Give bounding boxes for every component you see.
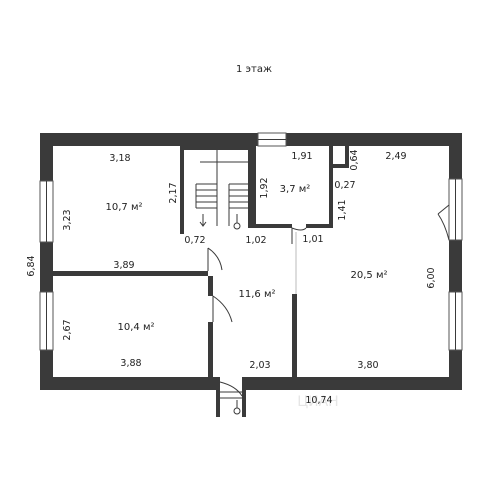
wall-left-mid — [40, 242, 53, 292]
area-room-top-left: 10,7 м² — [106, 202, 143, 213]
area-bathroom: 3,7 м² — [280, 184, 311, 195]
doors — [207, 204, 450, 323]
wall-left-top — [40, 133, 53, 181]
shaft-wall-bottom — [329, 164, 349, 168]
wall-right-mid — [449, 240, 462, 292]
entrance-door — [219, 381, 243, 397]
dim-bath-height: 1,92 — [259, 177, 270, 198]
entrance-porch — [216, 377, 246, 417]
wall-left-bottom — [40, 350, 53, 390]
stair-start-marker — [233, 222, 241, 230]
dim-bottom-left-height: 2,67 — [62, 319, 73, 340]
dim-bath-width: 1,91 — [291, 151, 312, 162]
interior-walls — [53, 146, 349, 377]
stair-wall-right — [248, 146, 252, 228]
porch-wall-right — [242, 377, 246, 417]
staircase — [195, 150, 248, 230]
wall-hall-left-lower — [208, 322, 213, 377]
outer-walls — [40, 133, 462, 390]
dim-stair-height: 2,17 — [168, 182, 179, 203]
dim-bath-bottom: 1,01 — [302, 234, 323, 245]
area-room-right: 20,5 м² — [351, 270, 388, 281]
dim-shaft-depth: 0,27 — [334, 180, 355, 191]
dim-outer-height: 6,84 — [26, 255, 37, 276]
dim-top-left-width: 3,18 — [109, 153, 130, 164]
bath-wall-left — [252, 146, 256, 228]
watermark: ЦИАН — [297, 394, 338, 410]
dim-right-height: 6,00 — [426, 267, 437, 288]
area-room-bottom-left: 10,4 м² — [118, 322, 155, 333]
dim-bottom-left-width: 3,88 — [120, 358, 141, 369]
dim-shaft-height: 1,41 — [337, 199, 348, 220]
wall-top-left — [40, 133, 258, 146]
wall-right-bottom — [449, 350, 462, 390]
windows — [39, 132, 463, 351]
floor-title: 1 этаж — [236, 64, 272, 75]
door-terrace — [437, 204, 450, 215]
dim-mid-left-width: 3,89 — [113, 260, 134, 271]
bath-wall-bottom-right — [306, 224, 333, 228]
wall-left-rooms-divider — [53, 271, 208, 276]
bath-wall-right — [329, 164, 333, 228]
porch-wall-left — [216, 377, 220, 417]
shaft-wall-left — [329, 146, 333, 168]
door-bottom-left-room — [212, 295, 233, 323]
dim-right-width: 2,49 — [385, 151, 406, 162]
entrance-marker — [233, 407, 241, 415]
dim-door-gap: 1,02 — [245, 235, 266, 246]
area-hall: 11,6 м² — [239, 289, 276, 300]
dim-hall-bottom: 2,03 — [249, 360, 270, 371]
dim-right-bottom: 3,80 — [357, 360, 378, 371]
wall-bottom-left — [40, 377, 216, 390]
wall-top-right — [286, 133, 462, 146]
shaft-wall-right — [345, 146, 349, 168]
dimensions: 3,18 3,23 2,17 0,72 1,02 1,91 1,92 1,01 … — [26, 149, 437, 406]
stair-wall-top — [180, 146, 252, 150]
bath-wall-bottom-left — [252, 224, 292, 228]
dim-shaft-width: 0,64 — [349, 149, 360, 170]
dim-top-left-height: 3,23 — [62, 209, 73, 230]
wall-right-top — [449, 133, 462, 179]
wall-hall-right — [292, 294, 297, 377]
dim-stair-width: 0,72 — [184, 235, 205, 246]
wall-bottom-right — [246, 377, 462, 390]
wall-hall-left-upper — [208, 276, 213, 296]
dim-outer-width: 10,74 — [305, 395, 332, 406]
stair-wall-left — [180, 146, 184, 234]
